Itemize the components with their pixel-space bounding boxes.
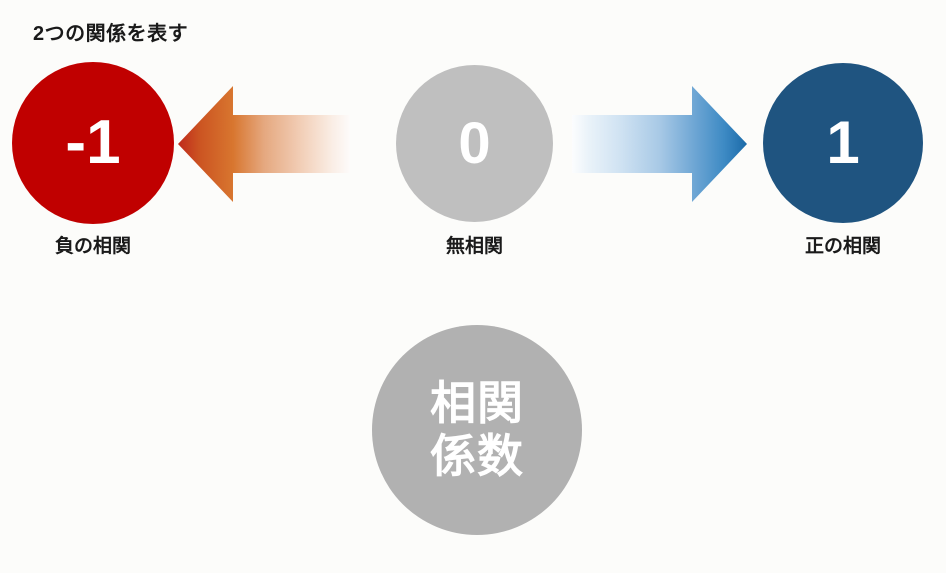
- caption-positive-correlation: 正の相関: [804, 236, 881, 257]
- caption-no-correlation: 無相関: [445, 236, 503, 257]
- circle-no-correlation: 0: [396, 65, 553, 222]
- left-arrow-negative: [178, 86, 350, 202]
- circle-negative-correlation: -1: [12, 62, 174, 224]
- label-correlation-coefficient: 相関 係数: [430, 377, 524, 483]
- coef-line-1: 相関: [430, 377, 524, 430]
- circle-positive-correlation: 1: [763, 63, 923, 223]
- value-positive: 1: [826, 109, 860, 176]
- right-arrow-positive: [572, 86, 747, 202]
- value-zero: 0: [458, 110, 491, 176]
- coef-line-2: 係数: [430, 430, 524, 482]
- circle-correlation-coefficient: 相関 係数: [372, 325, 582, 535]
- value-negative: -1: [65, 108, 121, 177]
- caption-negative-correlation: 負の相関: [54, 236, 131, 257]
- page-title: 2つの関係を表す: [33, 23, 189, 45]
